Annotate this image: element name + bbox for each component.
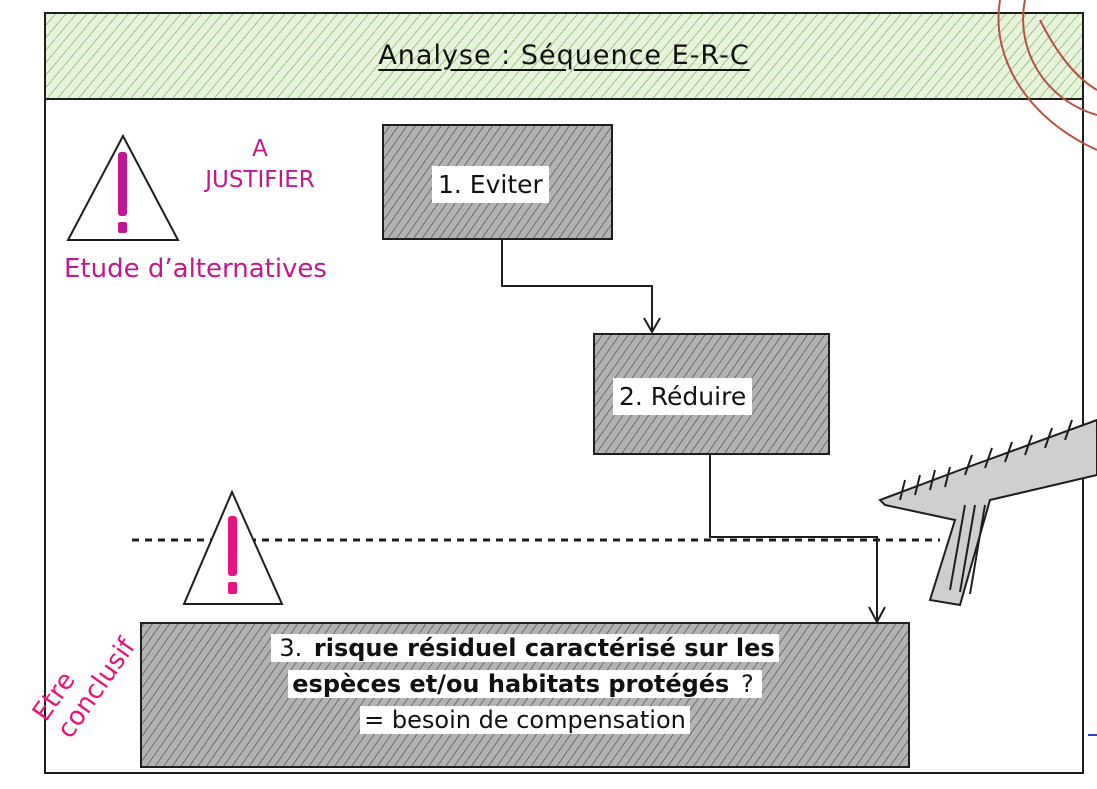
step-reduire-label: 2. Réduire [613, 378, 753, 415]
final-line3: = besoin de compensation [360, 706, 690, 734]
warning-triangle-icon [182, 489, 284, 605]
main-frame [44, 12, 1084, 774]
warning-triangle-icon [66, 133, 180, 241]
final-question: ? [736, 670, 758, 698]
alternatives-note: Etude d’alternatives [64, 254, 327, 284]
pen-icon [878, 418, 1097, 607]
final-bold-line1: risque résiduel caractérisé sur les [313, 634, 775, 662]
header-band: Analyse : Séquence E-R-C [46, 14, 1082, 100]
warning-justify-text: A JUSTIFIER [160, 134, 360, 196]
final-bold-line2: espèces et/ou habitats protégés [292, 670, 730, 698]
connector-reduire-final [709, 455, 878, 620]
decorative-circle [997, 0, 1097, 151]
step-final-label: 3. risque résiduel caractérisé sur les e… [140, 630, 910, 738]
final-prefix: 3. [275, 634, 307, 662]
page-title: Analyse : Séquence E-R-C [378, 40, 750, 71]
connector-eviter-reduire [501, 240, 653, 330]
step-eviter-label: 1. Eviter [432, 166, 549, 203]
arrow-icon [643, 317, 661, 335]
warning-line2: JUSTIFIER [205, 167, 315, 193]
warning-line1: A [252, 136, 268, 162]
